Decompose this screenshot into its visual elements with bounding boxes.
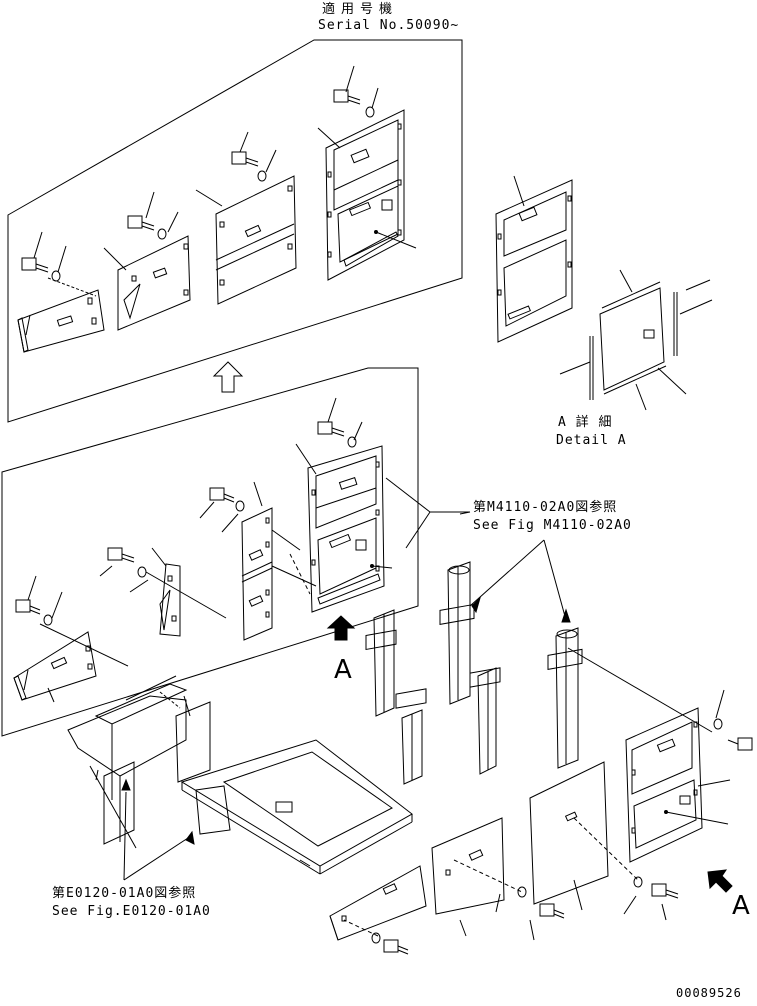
right-door-panel — [626, 708, 730, 862]
detail-a-en: Detail A — [556, 433, 627, 448]
view-letter-center: A — [334, 655, 352, 685]
bolt-right — [714, 690, 752, 750]
upper-bolt-1 — [22, 232, 96, 296]
post-5 — [548, 628, 582, 768]
upper-gusset-panel — [118, 236, 190, 330]
header-serial: Serial No.50090~ — [318, 18, 460, 33]
upper-center-panel — [216, 176, 296, 304]
post-3 — [396, 689, 426, 784]
ref-arrowhead-2 — [562, 610, 570, 622]
ref-m4110-en: See Fig M4110-02A0 — [473, 518, 632, 533]
upper-bolt-4 — [318, 66, 378, 148]
leader-lines — [124, 280, 712, 940]
detail-a-door-panel — [496, 176, 572, 342]
ref-m4110-jp: 第M4110-02A0図参照 — [473, 500, 618, 515]
view-letter-right: A — [732, 891, 750, 921]
floor-frame — [182, 740, 412, 874]
bottom-right-panel — [530, 762, 608, 904]
post-2 — [440, 562, 474, 704]
upper-bracket-panel — [18, 290, 104, 352]
ref-e0120-en: See Fig.E0120-01A0 — [52, 904, 211, 919]
bottom-left-panel — [330, 866, 426, 940]
upper-bolt-2 — [104, 192, 178, 270]
bolt-bottom-3 — [634, 877, 678, 898]
lower-bolt-4 — [318, 398, 362, 447]
view-a-arrow — [328, 616, 354, 640]
lower-bracket-panel — [14, 632, 96, 700]
base-subframe — [68, 676, 210, 848]
post-1 — [366, 610, 396, 716]
lower-bolt-2 — [100, 548, 226, 618]
view-a-arrow-right — [708, 870, 732, 892]
up-arrow — [214, 362, 242, 392]
ref-e0120-jp: 第E0120-01A0図参照 — [52, 886, 197, 901]
ref-arrowhead-4 — [186, 832, 194, 844]
upper-inset-frame — [8, 40, 462, 422]
assembly-lines — [290, 554, 638, 936]
post-4 — [470, 668, 500, 774]
bolt-bottom-1 — [372, 933, 408, 954]
ref-arrowhead-3 — [122, 780, 130, 790]
lower-bolt-3 — [200, 488, 316, 586]
lower-inset-frame — [2, 368, 418, 736]
header-applicable-jp: 適用号機 — [322, 2, 399, 17]
lower-door-panel — [296, 444, 392, 612]
upper-bolt-3 — [196, 132, 276, 206]
drawing-number: 00089526 — [676, 986, 742, 1000]
lower-bolt-1 — [16, 576, 128, 702]
detail-a-window-panel — [560, 270, 712, 410]
lower-gusset — [152, 548, 180, 636]
bottom-mid-panel — [432, 818, 504, 914]
lower-middle-panel — [242, 482, 272, 640]
bolt-bottom-2 — [518, 887, 564, 918]
ref-arrowhead-1 — [472, 598, 480, 612]
detail-a-jp: A 詳 細 — [558, 415, 613, 430]
upper-door-panel — [326, 110, 416, 280]
